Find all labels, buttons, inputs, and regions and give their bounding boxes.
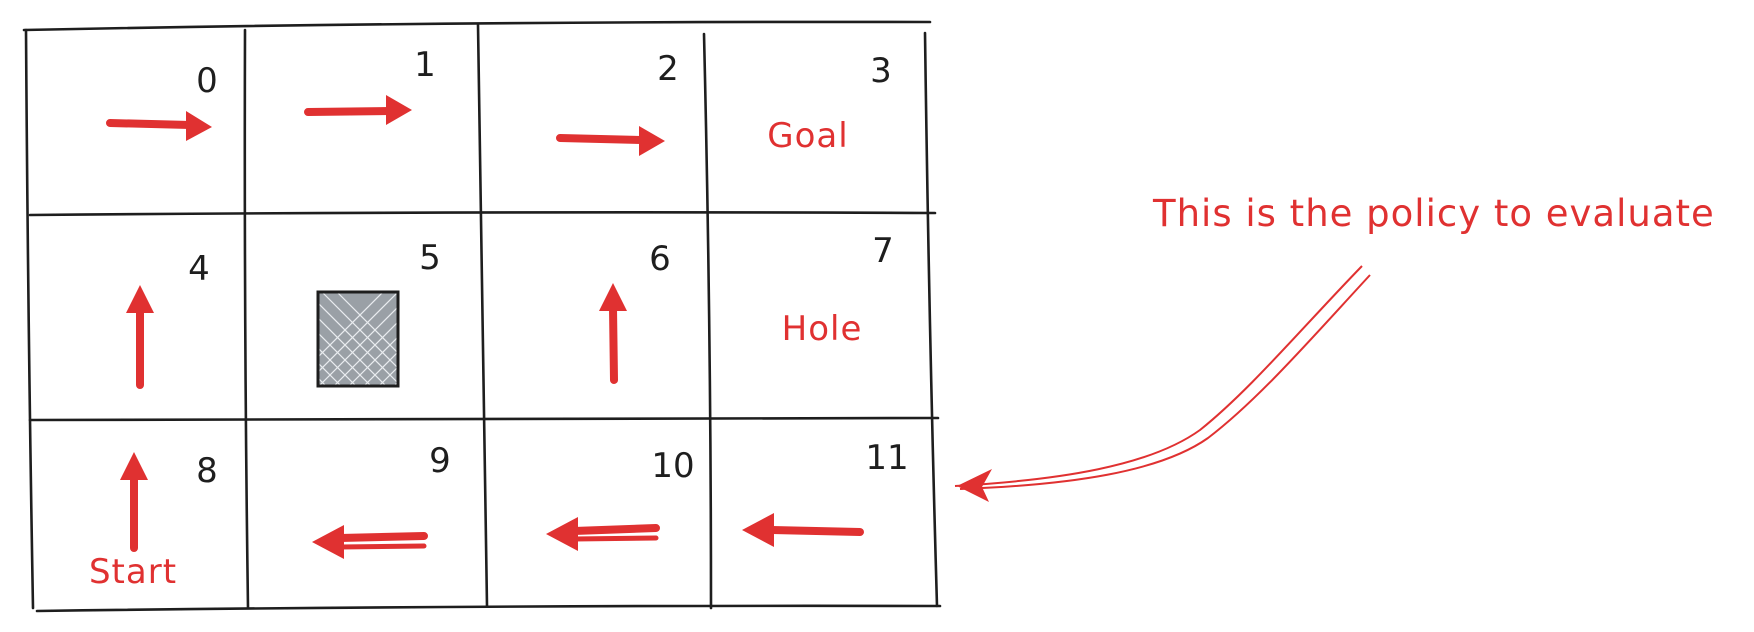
grid-lines xyxy=(22,20,942,613)
arrow-right-icon xyxy=(304,95,412,125)
start-label: Start xyxy=(89,552,177,592)
state-number: 9 xyxy=(429,441,451,481)
grid-line-row-2 xyxy=(28,416,940,422)
state-number: 0 xyxy=(196,61,218,101)
arrow-right-icon xyxy=(556,126,665,156)
arrow-up-icon xyxy=(599,283,627,384)
state-number: 2 xyxy=(657,49,679,89)
grid-line-bottom xyxy=(35,604,942,613)
state-number: 1 xyxy=(414,45,436,85)
grid-line-right xyxy=(923,31,939,608)
state-number: 3 xyxy=(870,51,892,91)
grid-line-top xyxy=(22,20,932,32)
arrow-left-icon xyxy=(546,517,660,551)
wall-block xyxy=(316,290,400,388)
arrow-right-icon xyxy=(106,111,212,141)
grid-line-col-3 xyxy=(702,32,713,610)
state-number: 6 xyxy=(649,239,671,279)
grid-line-row-1 xyxy=(28,211,937,217)
hole-label: Hole xyxy=(782,309,863,349)
arrow-left-icon xyxy=(742,513,864,547)
state-number: 5 xyxy=(419,238,441,278)
state-number: 7 xyxy=(872,231,894,271)
state-numbers: 0 1 2 3 4 5 6 7 8 9 10 11 xyxy=(188,45,908,491)
goal-label: Goal xyxy=(767,116,848,156)
grid-line-col-1 xyxy=(243,28,250,610)
state-number: 4 xyxy=(188,249,210,289)
grid-line-left xyxy=(24,28,35,610)
annotation-text: This is the policy to evaluate xyxy=(1152,192,1715,235)
grid-line-col-2 xyxy=(476,23,489,608)
state-number: 8 xyxy=(196,451,218,491)
arrow-up-icon xyxy=(126,285,154,389)
arrow-up-icon xyxy=(120,452,148,552)
annotation-arrow-icon xyxy=(954,265,1371,502)
arrow-left-icon xyxy=(312,525,428,559)
state-number: 10 xyxy=(651,446,694,486)
state-number: 11 xyxy=(865,438,908,478)
